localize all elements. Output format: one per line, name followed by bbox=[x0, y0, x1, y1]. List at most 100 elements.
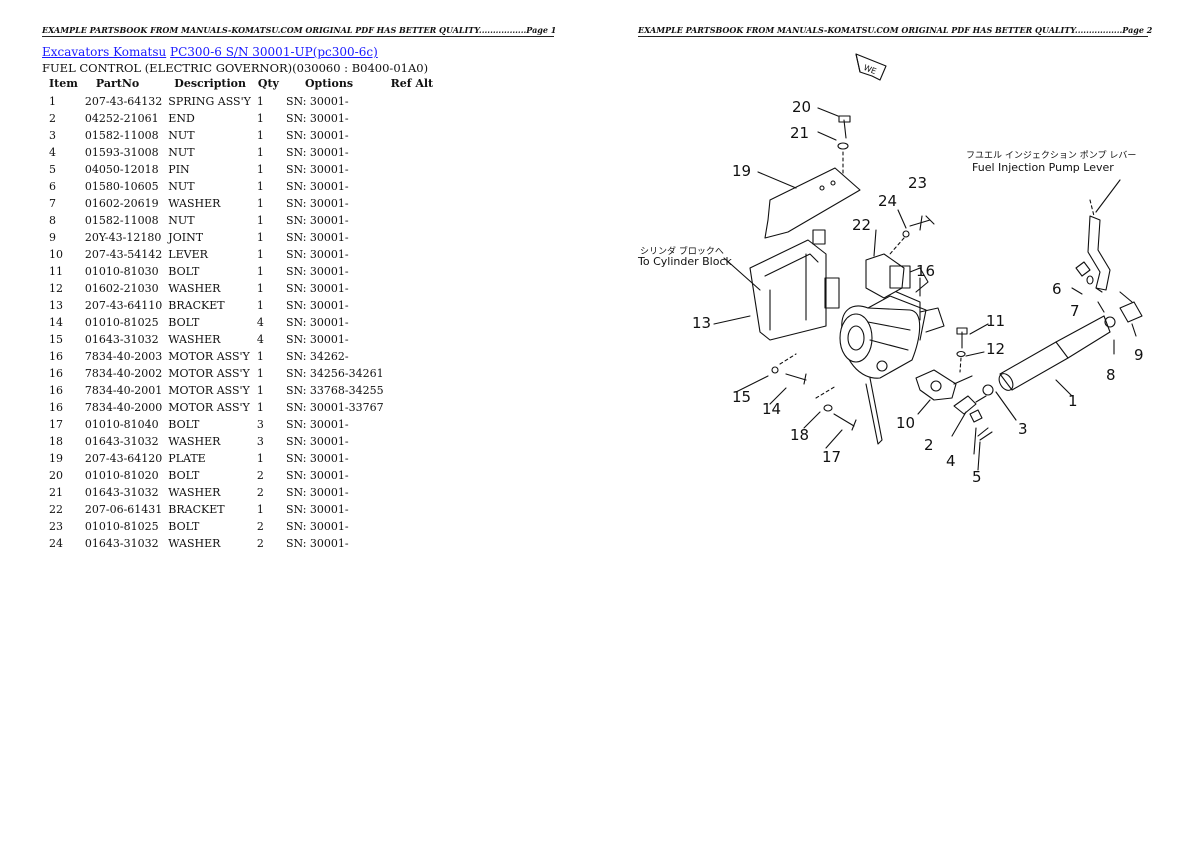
cell-quantity: 2 bbox=[256, 469, 264, 482]
cell-item-number: 13 bbox=[49, 299, 63, 312]
cell-options: SN: 30001- bbox=[285, 112, 349, 125]
cell-options: SN: 30001-33767 bbox=[285, 401, 384, 414]
cell-quantity: 1 bbox=[256, 384, 264, 397]
cell-part-number: 01010-81025 bbox=[84, 316, 159, 329]
cell-ref-alt bbox=[387, 365, 438, 382]
cell-quantity: 1 bbox=[256, 95, 264, 108]
category-link[interactable]: Excavators Komatsu bbox=[42, 45, 167, 59]
cell-item-number: 24 bbox=[49, 537, 63, 550]
cell-description: MOTOR ASS'Y bbox=[168, 350, 250, 363]
fuel-injection-pump-lever bbox=[1087, 199, 1111, 293]
cell-part-number: 207-43-64110 bbox=[84, 299, 163, 312]
model-link[interactable]: PC300-6 S/N 30001-UP(pc300-6c) bbox=[170, 45, 378, 59]
cell-description: BOLT bbox=[168, 469, 200, 482]
callout-23: 23 bbox=[908, 174, 927, 192]
cell-quantity: 4 bbox=[256, 316, 264, 329]
cell-options: SN: 33768-34255 bbox=[285, 384, 384, 397]
cell-quantity: 1 bbox=[256, 452, 264, 465]
cell-options: SN: 30001- bbox=[285, 180, 349, 193]
cell-part-number: 01010-81020 bbox=[84, 469, 159, 482]
header-rule bbox=[42, 36, 554, 37]
cell-description: BOLT bbox=[168, 520, 200, 533]
washer-15 bbox=[771, 366, 779, 374]
cell-description: WASHER bbox=[168, 197, 221, 210]
cell-ref-alt bbox=[387, 127, 438, 144]
cell-quantity: 1 bbox=[256, 350, 264, 363]
callout-8: 8 bbox=[1106, 366, 1116, 384]
cell-ref-alt bbox=[387, 297, 438, 314]
cell-quantity: 1 bbox=[256, 503, 264, 516]
cell-description: LEVER bbox=[168, 248, 208, 261]
cell-item-number: 16 bbox=[49, 384, 63, 397]
cell-ref-alt bbox=[387, 467, 438, 484]
cell-item-number: 17 bbox=[49, 418, 63, 431]
washer-21 bbox=[837, 142, 849, 150]
page-header-1: EXAMPLE PARTSBOOK FROM MANUALS-KOMATSU.C… bbox=[42, 25, 556, 37]
breadcrumb: Excavators Komatsu PC300-6 S/N 30001-UP(… bbox=[42, 45, 378, 59]
joint-9 bbox=[1119, 301, 1143, 323]
cell-ref-alt bbox=[387, 416, 438, 433]
callout-12: 12 bbox=[986, 340, 1005, 358]
cell-item-number: 16 bbox=[49, 401, 63, 414]
cell-options: SN: 30001- bbox=[285, 435, 349, 448]
cell-ref-alt bbox=[387, 501, 438, 518]
cell-ref-alt bbox=[387, 246, 438, 263]
cell-quantity: 1 bbox=[256, 214, 264, 227]
cell-part-number: 7834-40-2003 bbox=[84, 350, 163, 363]
callout-11: 11 bbox=[986, 312, 1005, 330]
cell-quantity: 1 bbox=[256, 265, 264, 278]
cell-part-number: 04050-12018 bbox=[84, 163, 159, 176]
cell-options: SN: 30001- bbox=[285, 95, 349, 108]
cell-item-number: 15 bbox=[49, 333, 63, 346]
cell-ref-alt bbox=[387, 535, 438, 552]
cell-item-number: 4 bbox=[49, 146, 56, 159]
cell-part-number: 207-43-64132 bbox=[84, 95, 163, 108]
cell-description: MOTOR ASS'Y bbox=[168, 384, 250, 397]
header-rule bbox=[638, 36, 1148, 37]
cell-part-number: 01643-31032 bbox=[84, 333, 159, 346]
cell-ref-alt bbox=[387, 518, 438, 535]
callout-18: 18 bbox=[790, 426, 809, 444]
cell-item-number: 5 bbox=[49, 163, 56, 176]
cell-ref-alt bbox=[387, 144, 438, 161]
bracket-22 bbox=[865, 253, 905, 299]
cell-quantity: 1 bbox=[256, 112, 264, 125]
callout-16: 16 bbox=[916, 262, 935, 280]
pump-lever-label: Fuel Injection Pump Lever bbox=[972, 161, 1114, 174]
cell-ref-alt bbox=[387, 229, 438, 246]
cell-quantity: 3 bbox=[256, 435, 264, 448]
callout-24: 24 bbox=[878, 192, 897, 210]
cell-options: SN: 30001- bbox=[285, 537, 349, 550]
table-header-row: Item PartNo Description Qty Options Ref … bbox=[45, 76, 437, 93]
callout-5: 5 bbox=[972, 468, 982, 486]
cell-item-number: 19 bbox=[49, 452, 63, 465]
cell-description: MOTOR ASS'Y bbox=[168, 401, 250, 414]
cell-description: BOLT bbox=[168, 316, 200, 329]
callout-10: 10 bbox=[896, 414, 915, 432]
cell-description: WASHER bbox=[168, 537, 221, 550]
cell-item-number: 14 bbox=[49, 316, 63, 329]
cell-part-number: 04252-21061 bbox=[84, 112, 159, 125]
cell-description: BRACKET bbox=[168, 299, 225, 312]
bolt-14 bbox=[785, 373, 807, 385]
washer-12 bbox=[956, 350, 966, 358]
cell-options: SN: 30001- bbox=[285, 503, 349, 516]
nut-4 bbox=[969, 409, 983, 423]
callout-7: 7 bbox=[1070, 302, 1080, 320]
cell-item-number: 8 bbox=[49, 214, 56, 227]
